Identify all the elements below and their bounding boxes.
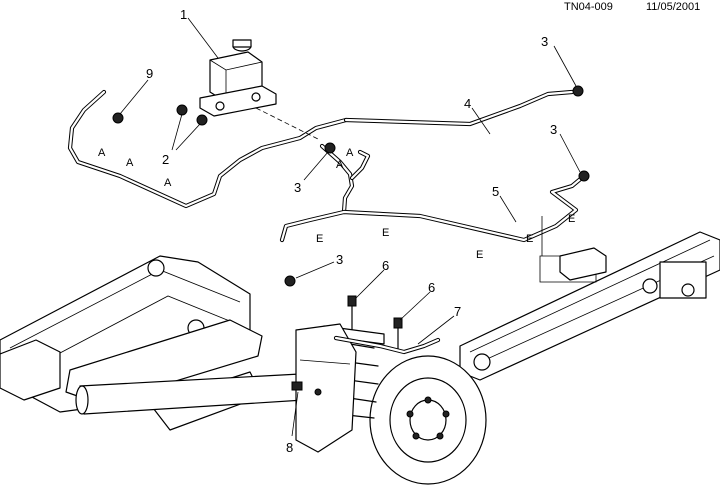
brake-rotor [369,355,487,485]
zone-letter: E [526,233,533,245]
fitting-nut-2b [196,114,208,126]
zone-letter: A [346,147,354,159]
callout-1: 1 [180,7,187,22]
zone-letter: A [126,157,134,169]
hose-bracket-8 [291,381,322,396]
callout-8: 8 [286,440,293,455]
zone-letter: A [336,159,344,171]
leader-lines [119,17,581,437]
steering-knuckle [295,323,357,453]
callout-6a: 6 [382,258,389,273]
callout-6b: 6 [428,280,435,295]
callout-3c: 3 [294,180,301,195]
callout-3b: 3 [550,122,557,137]
callout-3d: 3 [336,252,343,267]
fitting-nut-2a [176,104,188,116]
fitting-nut-3d [284,275,296,287]
callout-5: 5 [492,184,499,199]
bolt-6b [393,317,403,351]
callout-7: 7 [454,304,461,319]
hidden-line [255,107,321,141]
fitting-nut-3a [572,85,584,97]
zone-letter: E [568,213,575,225]
fitting-nut-9 [112,112,124,124]
callout-9: 9 [146,66,153,81]
detail-inset-bracket [539,216,607,283]
brake-hose-7 [333,335,441,355]
zone-letter: A [164,177,172,189]
callout-4: 4 [464,96,471,111]
fitting-nut-3b [324,142,336,154]
zone-letter: E [382,227,389,239]
zone-letter: E [476,249,483,261]
zone-letters: A A A A A E E E E E [98,147,575,261]
callout-2: 2 [162,152,169,167]
front-brake-pipe-mid [319,143,371,215]
bolt-6a [347,295,357,331]
callout-3a: 3 [541,34,548,49]
callout-labels: 1 2 3 3 3 3 4 5 6 6 7 8 9 [146,7,557,455]
diagram-date: 11/05/2001 [646,1,700,13]
brake-pipe-4 [343,89,575,127]
brake-pipe-5 [279,173,587,243]
diagram-code: TN04-009 [564,1,613,13]
zone-letter: E [316,233,323,245]
fitting-nut-3c [578,170,590,182]
zone-letter: A [98,147,106,159]
master-cylinder [199,39,277,117]
front-brake-pipe-left [67,89,349,209]
